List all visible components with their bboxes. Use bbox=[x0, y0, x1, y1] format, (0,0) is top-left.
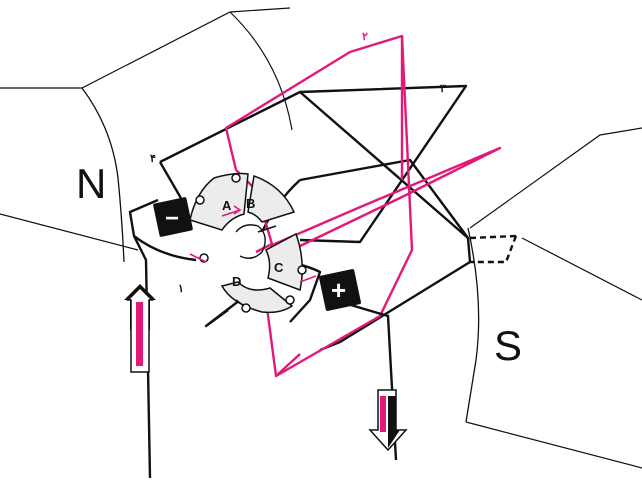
commutator-shaft bbox=[236, 225, 265, 258]
north-magnet-top-edge bbox=[0, 8, 290, 88]
negative-brush-label: − bbox=[165, 205, 179, 232]
segment-label-d: D bbox=[232, 274, 241, 289]
segment-label-a: A bbox=[222, 198, 232, 213]
segment-label-c: C bbox=[274, 260, 284, 275]
coil-number-label: ۴ bbox=[150, 153, 156, 165]
south-magnet-face bbox=[466, 228, 479, 422]
south-magnet-bottom-edge bbox=[466, 422, 642, 468]
coil-number-label: ۳ bbox=[440, 83, 446, 95]
north-pole-label: N bbox=[76, 160, 106, 207]
south-magnet-mid-edge bbox=[522, 238, 642, 300]
positive-brush: + bbox=[319, 269, 362, 312]
south-pole-label: S bbox=[494, 322, 522, 369]
terminal-loop bbox=[298, 266, 306, 274]
terminal-loop bbox=[196, 196, 204, 204]
down-arrow-icon bbox=[370, 390, 406, 450]
south-magnet-top-edge bbox=[470, 128, 642, 228]
south-magnet: S bbox=[466, 128, 642, 468]
segment-label-b: B bbox=[246, 196, 255, 211]
positive-brush-label: + bbox=[331, 275, 346, 305]
negative-brush: − bbox=[153, 197, 193, 237]
coil-number-label: ۲ bbox=[362, 31, 368, 43]
terminal-loop bbox=[232, 174, 240, 182]
north-magnet: N bbox=[0, 8, 292, 300]
terminal-loop bbox=[286, 296, 294, 304]
coil-number-label: ۱ bbox=[178, 283, 184, 295]
up-arrow-icon bbox=[124, 284, 156, 372]
